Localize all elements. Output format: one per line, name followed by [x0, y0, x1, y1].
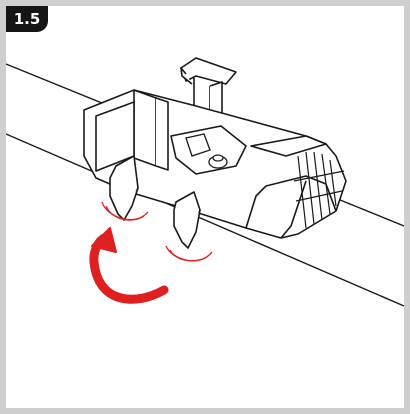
center-knob — [185, 133, 228, 169]
grip-ribs — [293, 151, 345, 229]
mount-illustration — [6, 57, 404, 307]
clamp-icon — [109, 155, 201, 249]
rotate-arrow-icon — [89, 227, 169, 304]
clamp-rotation-marks — [101, 201, 213, 262]
step-number-badge: 1.5 — [6, 6, 48, 32]
holder-arm — [180, 57, 237, 123]
bar-bottom-line — [6, 133, 404, 307]
